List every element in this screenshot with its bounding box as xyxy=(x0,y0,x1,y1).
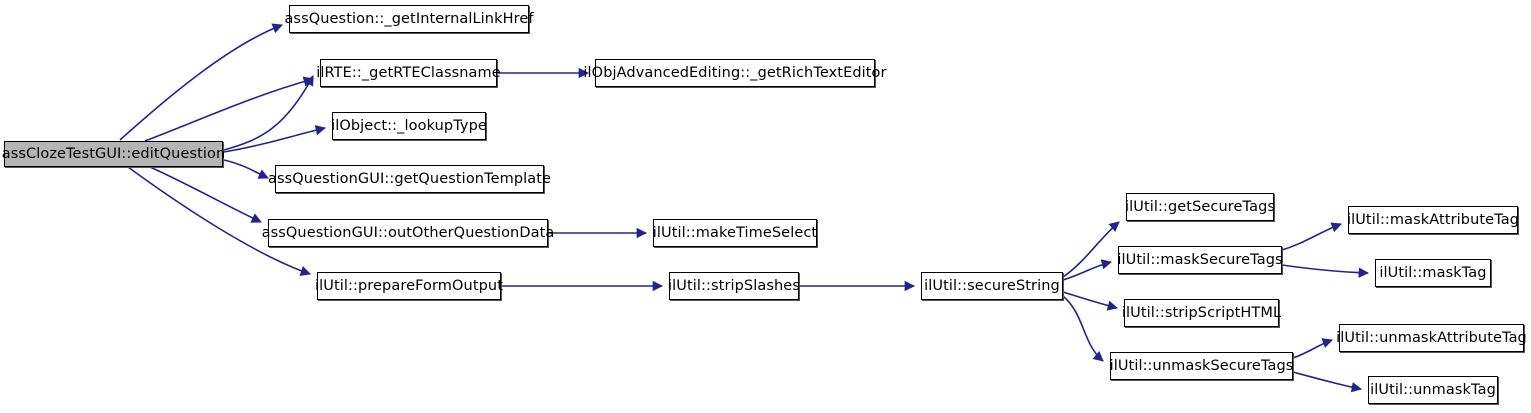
graph-node-maskSecureTags[interactable]: ilUtil::maskSecureTags xyxy=(1117,246,1283,274)
graph-node-label: ilObjAdvancedEditing::_getRichTextEditor xyxy=(583,64,887,81)
graph-node-label: ilUtil::stripScriptHTML xyxy=(1121,304,1282,321)
graph-edge-editQuestion-to-getRTEClassname xyxy=(144,76,315,142)
graph-node-editQuestion[interactable]: assClozeTestGUI::editQuestion xyxy=(2,141,225,167)
graph-node-stripScriptHTML[interactable]: ilUtil::stripScriptHTML xyxy=(1122,299,1281,327)
graph-node-stripSlashes[interactable]: ilUtil::stripSlashes xyxy=(668,272,800,300)
graph-edge-secureString-to-maskSecureTags xyxy=(1062,259,1113,281)
graph-node-lookupType[interactable]: ilObject::_lookupType xyxy=(331,112,487,140)
graph-node-getRTEClassname[interactable]: ilRTE::_getRTEClassname xyxy=(316,59,501,87)
graph-node-label: assQuestion::_getInternalLinkHref xyxy=(284,10,534,27)
graph-node-getInternalLinkHref[interactable]: assQuestion::_getInternalLinkHref xyxy=(284,5,533,33)
graph-node-getSecureTags[interactable]: ilUtil::getSecureTags xyxy=(1125,193,1275,221)
graph-node-label: ilUtil::secureString xyxy=(924,277,1060,294)
graph-node-label: ilUtil::makeTimeSelect xyxy=(652,224,818,241)
graph-edge-editQuestion-to-getInternalLinkHref xyxy=(119,23,283,141)
graph-node-label: ilUtil::stripSlashes xyxy=(668,277,800,294)
graph-node-prepareFormOutput[interactable]: ilUtil::prepareFormOutput xyxy=(315,272,503,300)
graph-node-label: assQuestionGUI::outOtherQuestionData xyxy=(261,224,555,241)
graph-node-label: ilUtil::getSecureTags xyxy=(1124,198,1276,215)
graph-node-label: ilObject::_lookupType xyxy=(331,117,487,134)
graph-node-maskAttributeTag[interactable]: ilUtil::maskAttributeTag xyxy=(1347,206,1519,234)
graph-edge-editQuestion-to-outOtherQuestionData xyxy=(149,166,262,223)
graph-node-maskTag[interactable]: ilUtil::maskTag xyxy=(1375,259,1491,287)
graph-edge-secureString-to-unmaskSecureTags xyxy=(1062,295,1104,362)
graph-edge-maskSecureTags-to-maskAttributeTag xyxy=(1281,222,1342,251)
graph-node-unmaskAttributeTag[interactable]: ilUtil::unmaskAttributeTag xyxy=(1336,324,1527,352)
graph-node-label: ilUtil::prepareFormOutput xyxy=(315,277,503,294)
graph-node-label: ilUtil::unmaskAttributeTag xyxy=(1336,329,1527,346)
graph-edge-unmaskSecureTags-to-unmaskTag xyxy=(1292,371,1363,393)
graph-edge-editQuestion-to-getRTEClassname2 xyxy=(223,75,314,151)
graph-node-secureString[interactable]: ilUtil::secureString xyxy=(921,272,1063,300)
graph-node-label: ilUtil::unmaskSecureTags xyxy=(1109,357,1294,374)
graph-edge-maskSecureTags-to-maskTag xyxy=(1281,264,1370,278)
graph-node-label: ilUtil::maskTag xyxy=(1379,264,1487,281)
graph-node-label: assQuestionGUI::getQuestionTemplate xyxy=(267,170,552,187)
graph-node-makeTimeSelect[interactable]: ilUtil::makeTimeSelect xyxy=(653,219,817,247)
graph-edge-editQuestion-to-lookupType xyxy=(223,125,327,153)
graph-node-label: ilUtil::unmaskTag xyxy=(1370,381,1496,398)
graph-node-label: ilUtil::maskSecureTags xyxy=(1117,251,1283,268)
graph-edge-secureString-to-stripScriptHTML xyxy=(1062,291,1119,311)
graph-node-label: ilRTE::_getRTEClassname xyxy=(316,64,501,81)
graph-node-label: assClozeTestGUI::editQuestion xyxy=(1,145,226,162)
graph-node-label: ilUtil::maskAttributeTag xyxy=(1346,211,1520,228)
graph-node-unmaskTag[interactable]: ilUtil::unmaskTag xyxy=(1368,376,1498,404)
graph-node-outOtherQuestionData[interactable]: assQuestionGUI::outOtherQuestionData xyxy=(262,219,554,247)
graph-edge-secureString-to-getSecureTags xyxy=(1062,221,1120,278)
graph-edge-unmaskSecureTags-to-unmaskAttributeTag xyxy=(1292,338,1333,359)
graph-node-getQuestionTemplate[interactable]: assQuestionGUI::getQuestionTemplate xyxy=(268,165,551,193)
graph-node-unmaskSecureTags[interactable]: ilUtil::unmaskSecureTags xyxy=(1110,352,1293,380)
graph-node-getRichTextEditor[interactable]: ilObjAdvancedEditing::_getRichTextEditor xyxy=(583,59,886,87)
